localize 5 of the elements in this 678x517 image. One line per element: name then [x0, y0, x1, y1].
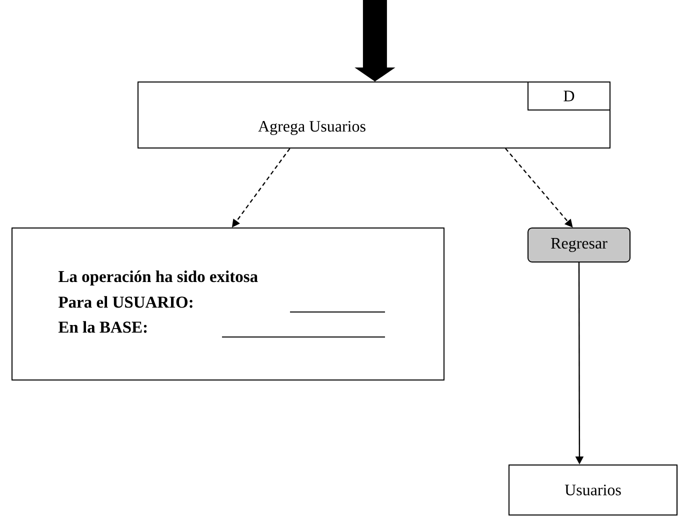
- message-box: La operación ha sido exitosa Para el USUARIO: En la BASE:: [12, 228, 444, 380]
- arrow: [505, 148, 573, 228]
- process-box: Usuarios: [508, 464, 678, 516]
- label-box: D: [528, 82, 610, 110]
- return-button: Regresar: [528, 228, 630, 262]
